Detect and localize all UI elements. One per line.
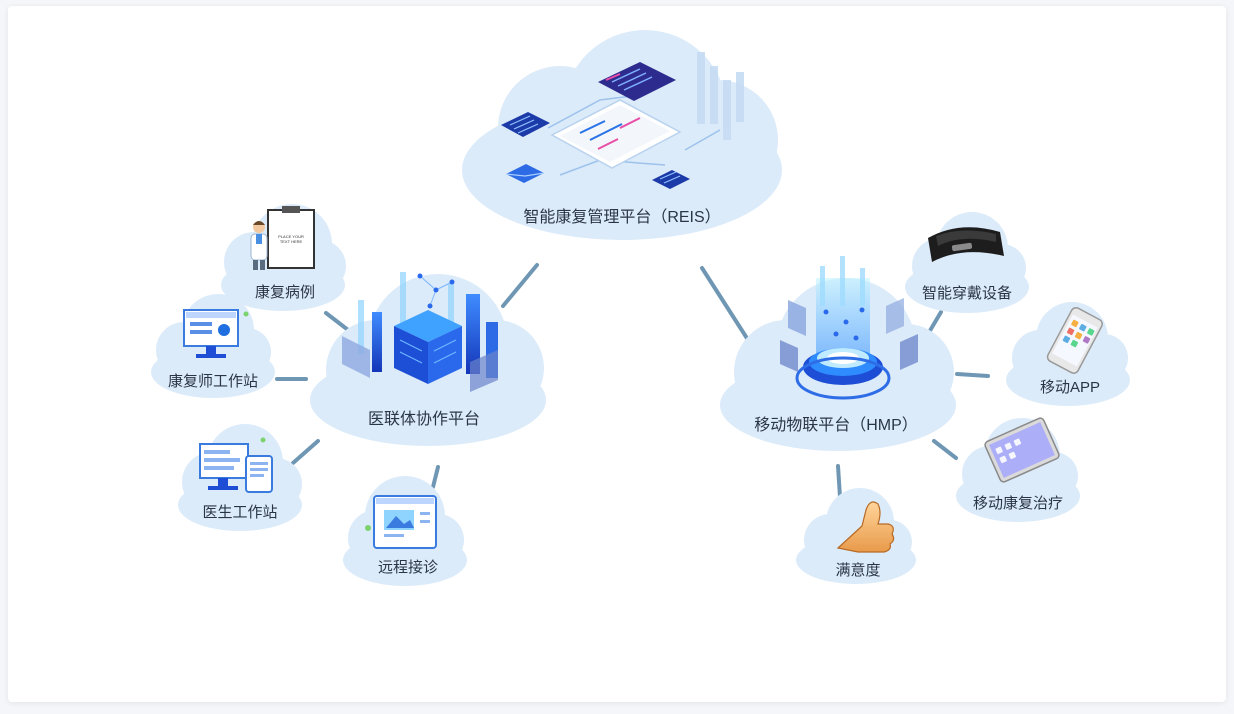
wearable-node[interactable]: 智能穿戴设备 [905, 212, 1029, 313]
clipboard-line-2: TEXT HERE [280, 239, 303, 244]
collab-label: 医联体协作平台 [368, 410, 480, 428]
connector-therapy-hmp [932, 439, 958, 460]
tablet-icon [984, 417, 1060, 483]
monitor-user-icon [183, 309, 249, 358]
satisfaction-label: 满意度 [835, 561, 880, 579]
connectors [275, 263, 990, 499]
connector-reis-hmp [700, 266, 752, 345]
mobile-therapy-label: 移动康复治疗 [973, 494, 1063, 512]
app-label: 移动APP [1040, 379, 1100, 396]
hmp-node[interactable]: 移动物联平台（HMP） [720, 256, 956, 451]
doctor-label: 医生工作站 [202, 504, 277, 521]
remote-label: 远程接诊 [378, 559, 438, 576]
cases-node[interactable]: PLACE YOUR TEXT HERE 康复病例 [221, 204, 346, 311]
connector-app-hmp [955, 372, 990, 378]
cases-label: 康复病例 [255, 283, 315, 301]
wristband-icon [928, 227, 1004, 262]
therapist-node[interactable]: 康复师工作站 [151, 294, 275, 398]
connector-collab-reis [501, 263, 539, 308]
clipboard-line-1: PLACE YOUR [278, 234, 304, 239]
remote-node[interactable]: 远程接诊 [343, 476, 467, 586]
thumbs-up-icon [836, 501, 895, 553]
satisfaction-node[interactable]: 满意度 [796, 488, 916, 584]
iot-hologram-icon [780, 256, 918, 400]
monitor-tablet-icon [199, 437, 273, 493]
doctor-clipboard-icon: PLACE YOUR TEXT HERE [250, 206, 315, 270]
connector-doctor-collab [291, 439, 320, 465]
isometric-server-cube-icon [342, 272, 498, 392]
smartphone-icon [1046, 307, 1103, 374]
tablet-picture-icon [365, 495, 437, 549]
therapist-label: 康复师工作站 [168, 372, 258, 390]
hmp-label: 移动物联平台（HMP） [754, 416, 918, 434]
connector-remote-collab [431, 465, 440, 489]
collab-node[interactable]: 医联体协作平台 [310, 272, 546, 446]
connector-wearable-hmp [926, 310, 943, 336]
isometric-dashboard-icon [501, 52, 744, 189]
connector-satisfaction-hmp [836, 464, 842, 499]
reis-node[interactable]: 智能康复管理平台（REIS） [462, 30, 782, 240]
mobile-therapy-node[interactable]: 移动康复治疗 [956, 417, 1080, 522]
doctor-node[interactable]: 医生工作站 [178, 424, 302, 531]
reis-label: 智能康复管理平台（REIS） [523, 208, 720, 226]
wearable-label: 智能穿戴设备 [922, 284, 1012, 302]
app-node[interactable]: 移动APP [1006, 302, 1130, 406]
